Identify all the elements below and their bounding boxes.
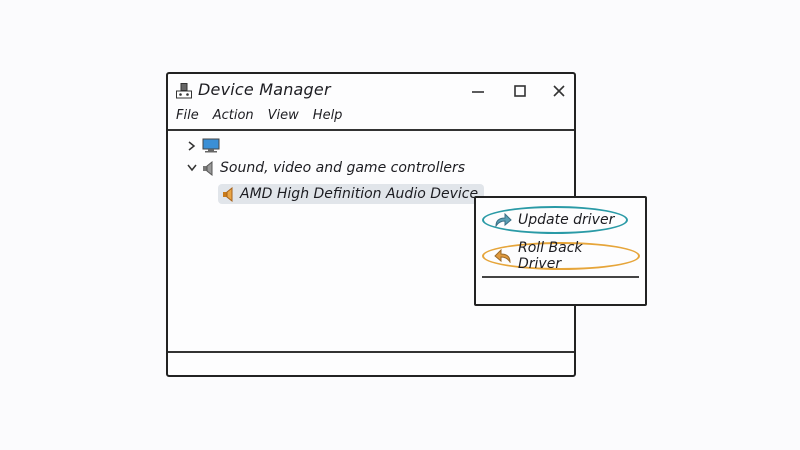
update-driver-menu-item[interactable]: Update driver — [482, 206, 628, 234]
rollback-arrow-icon — [494, 249, 512, 263]
context-menu: Update driver Roll Back Driver — [474, 196, 647, 306]
title-bar[interactable]: Device Manager — [168, 74, 574, 108]
monitor-icon — [202, 138, 220, 153]
menu-action[interactable]: Action — [212, 108, 254, 123]
device-manager-icon — [176, 83, 192, 99]
minimize-icon — [472, 91, 484, 93]
menu-divider — [168, 129, 574, 131]
close-button[interactable] — [545, 78, 573, 104]
category-label: Sound, video and game controllers — [220, 160, 466, 176]
device-label: AMD High Definition Audio Device — [240, 186, 479, 202]
menu-help[interactable]: Help — [312, 108, 343, 123]
window-title: Device Manager — [198, 80, 331, 99]
chevron-right-icon[interactable] — [186, 140, 198, 151]
tree-node-amd-audio-device[interactable]: AMD High Definition Audio Device — [218, 184, 485, 204]
minimize-button[interactable] — [464, 78, 492, 104]
update-arrow-icon — [494, 213, 512, 227]
menu-bar: File Action View Help — [176, 108, 342, 123]
menu-file[interactable]: File — [176, 108, 199, 123]
close-icon — [553, 85, 565, 97]
tree-node-sound-category[interactable]: Sound, video and game controllers — [186, 160, 465, 176]
roll-back-driver-label: Roll Back Driver — [518, 240, 583, 272]
context-menu-divider — [482, 276, 639, 278]
update-driver-label: Update driver — [518, 212, 615, 228]
roll-back-driver-menu-item[interactable]: Roll Back Driver — [482, 240, 640, 272]
speaker-icon — [222, 186, 234, 202]
chevron-down-icon[interactable] — [186, 164, 198, 172]
menu-view[interactable]: View — [267, 108, 299, 123]
maximize-button[interactable] — [506, 78, 534, 104]
maximize-icon — [514, 85, 526, 97]
status-bar-divider — [168, 351, 574, 353]
tree-node-computer[interactable] — [186, 138, 226, 153]
speaker-icon — [202, 160, 214, 176]
